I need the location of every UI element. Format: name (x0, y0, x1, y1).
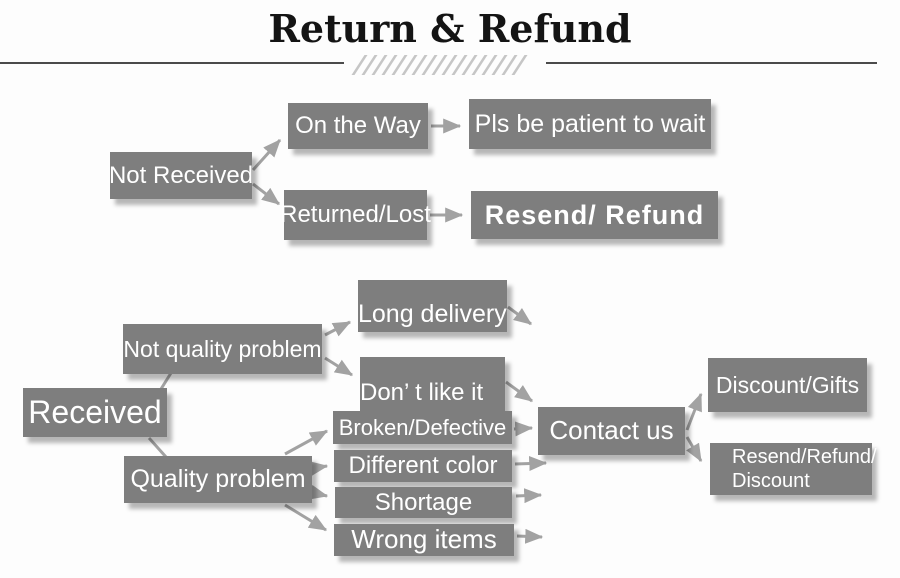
line-received-to-not-quality-problem (159, 372, 173, 390)
arrow-different-color-to-contact-us (514, 456, 548, 472)
node-quality-problem: Quality problem (124, 456, 312, 503)
arrow-long-delivery-out (507, 305, 532, 326)
arrow-not-quality-problem-to-long-delivery (324, 320, 352, 337)
page-title: Return & Refund (268, 6, 632, 51)
node-on-the-way: On the Way (288, 103, 428, 149)
node-received: Received (23, 388, 167, 437)
node-broken-defective: Broken/Defective (333, 411, 512, 444)
node-wrong-items: Wrong items (334, 524, 514, 556)
arrow-shortage-to-contact-us (515, 488, 543, 504)
node-dont-like-it: Don’ t like it (360, 357, 505, 412)
arrow-dont-like-it-to-contact-us (505, 380, 533, 403)
node-not-quality-problem: Not quality problem (123, 324, 322, 374)
arrow-contact-us-to-discount-gifts (685, 392, 703, 431)
node-long-delivery: Long delivery (358, 280, 507, 332)
node-not-received: Not Received (109, 152, 253, 199)
node-resend-refund: Resend/ Refund (471, 191, 718, 239)
arrow-quality-problem-to-broken-defective (284, 429, 329, 456)
node-resend-refund-discount: Resend/Refund/ Discount (710, 443, 877, 495)
arrow-quality-problem-to-wrong-items (284, 503, 328, 532)
line-received-to-quality-problem (147, 436, 168, 459)
hatch-marks-icon (351, 54, 528, 76)
node-pls-be-patient-to-wait: Pls be patient to wait (469, 99, 711, 149)
node-shortage: Shortage (335, 487, 512, 518)
arrow-not-received-to-on-the-way (251, 138, 282, 172)
arrow-quality-problem-to-shortage (308, 484, 329, 500)
arrow-broken-defective-to-contact-us (513, 421, 534, 437)
arrow-not-received-to-returned-lost (252, 182, 280, 206)
arrow-contact-us-to-resend-refund-discount (685, 436, 703, 463)
node-returned-lost: Returned/Lost (280, 190, 431, 240)
node-different-color: Different color (334, 450, 512, 482)
divider-right-line (546, 62, 877, 64)
arrow-not-quality-problem-to-dont-like-it (324, 356, 354, 377)
arrow-wrong-items-to-contact-us (516, 528, 544, 544)
arrow-quality-problem-to-different-color (309, 461, 329, 476)
divider-left-line (0, 62, 344, 64)
node-contact-us: Contact us (538, 407, 685, 455)
node-discount-gifts: Discount/Gifts (708, 358, 867, 412)
